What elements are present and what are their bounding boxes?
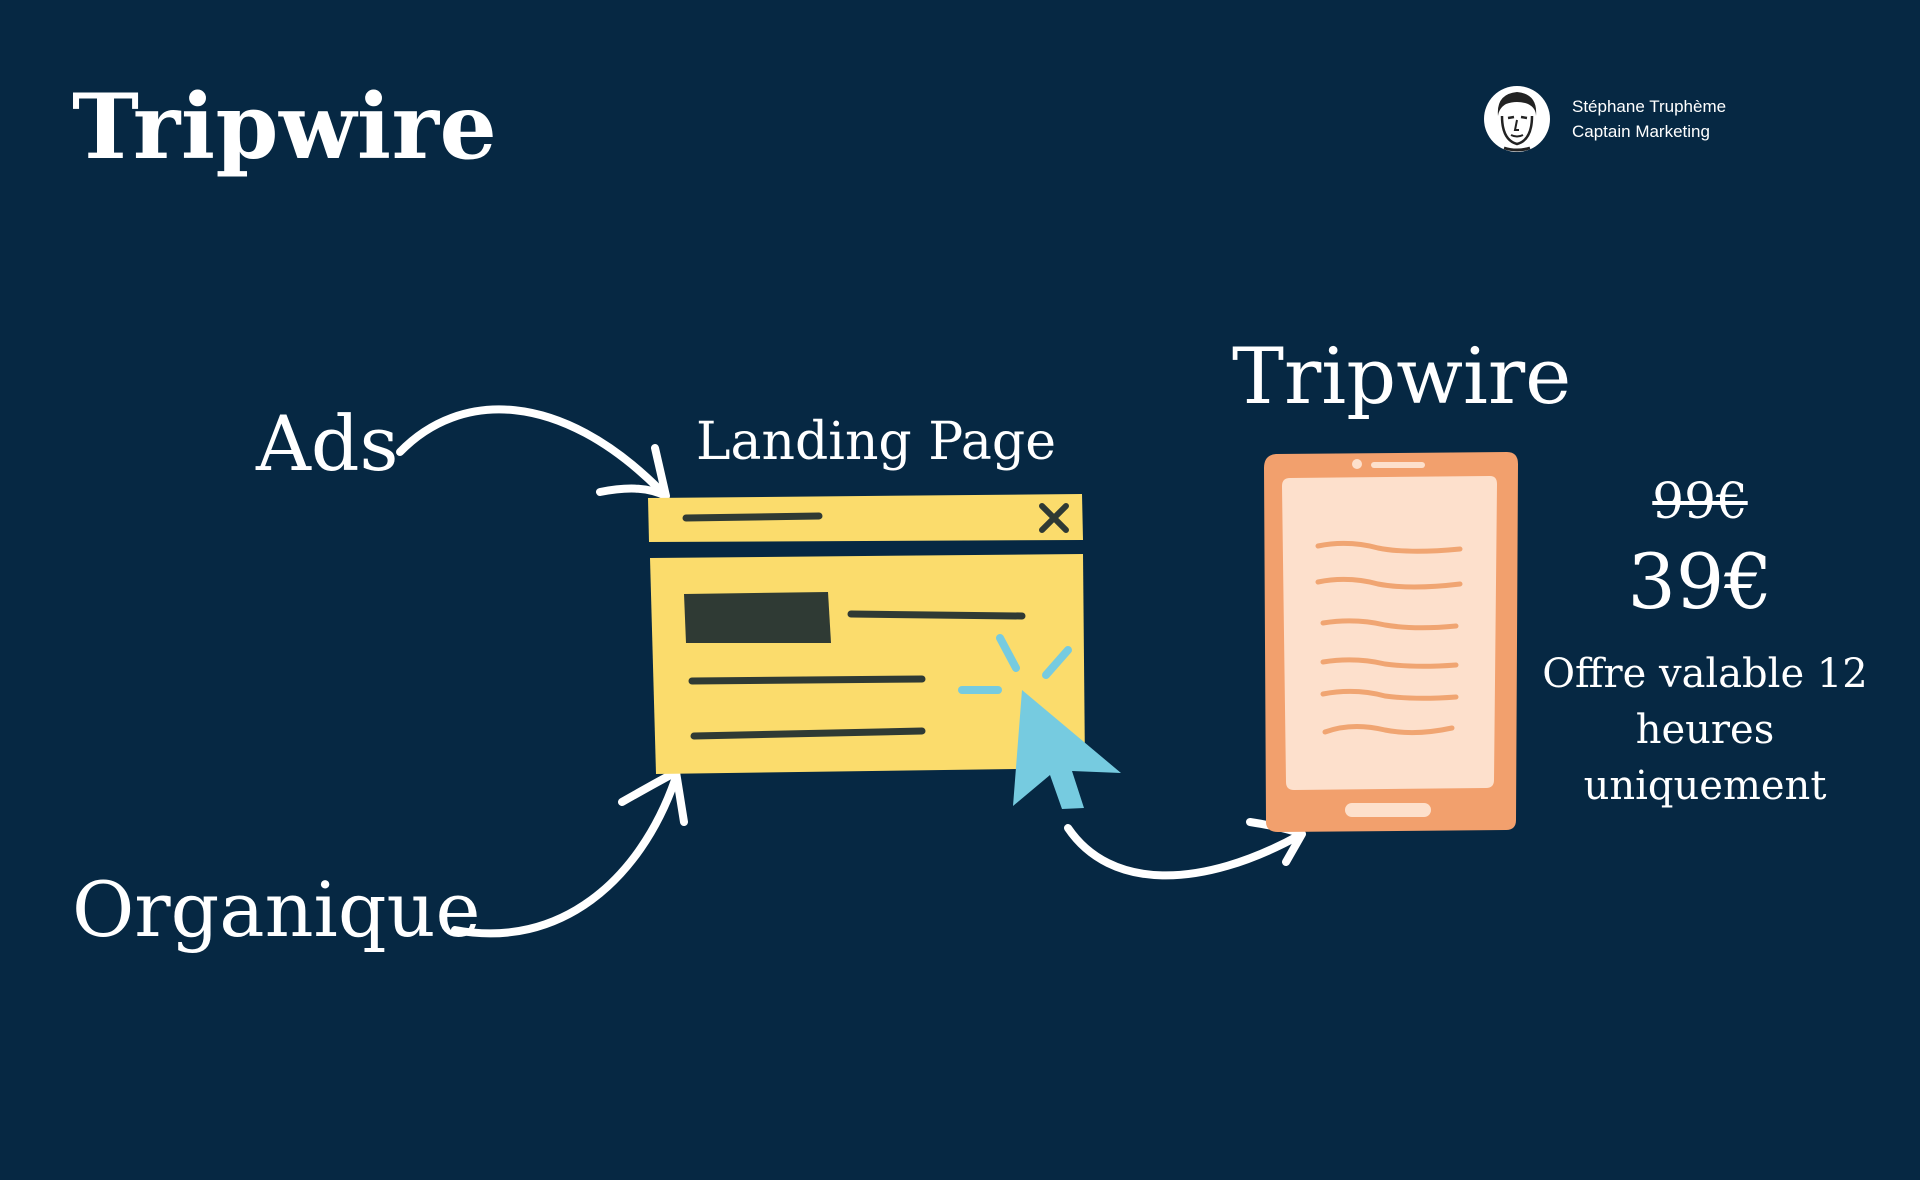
tripwire-label: Tripwire	[1232, 332, 1572, 422]
arrow-landing-to-tripwire-icon	[1064, 818, 1306, 880]
author-block: Stéphane Truphème Captain Marketing	[1484, 84, 1726, 154]
page-title: Tripwire	[72, 74, 498, 180]
offer-text: Offre valable 12 heures uniquement	[1542, 651, 1868, 809]
arrow-ads-to-landing-icon	[396, 405, 670, 500]
old-price: 99€	[1652, 472, 1748, 530]
smartphone-icon	[1264, 452, 1518, 832]
landing-page-label: Landing Page	[696, 412, 1056, 472]
portrait-avatar-icon	[1484, 86, 1550, 152]
author-text: Stéphane Truphème Captain Marketing	[1572, 94, 1726, 144]
organic-label: Organique	[72, 865, 481, 954]
author-name: Stéphane Truphème	[1572, 97, 1727, 116]
new-price: 39€	[1627, 537, 1773, 626]
author-role: Captain Marketing	[1572, 122, 1710, 141]
browser-window-icon	[648, 494, 1085, 774]
click-cursor-icon	[958, 634, 1121, 809]
ads-label: Ads	[256, 399, 399, 488]
arrow-organic-to-landing-icon	[451, 768, 688, 938]
